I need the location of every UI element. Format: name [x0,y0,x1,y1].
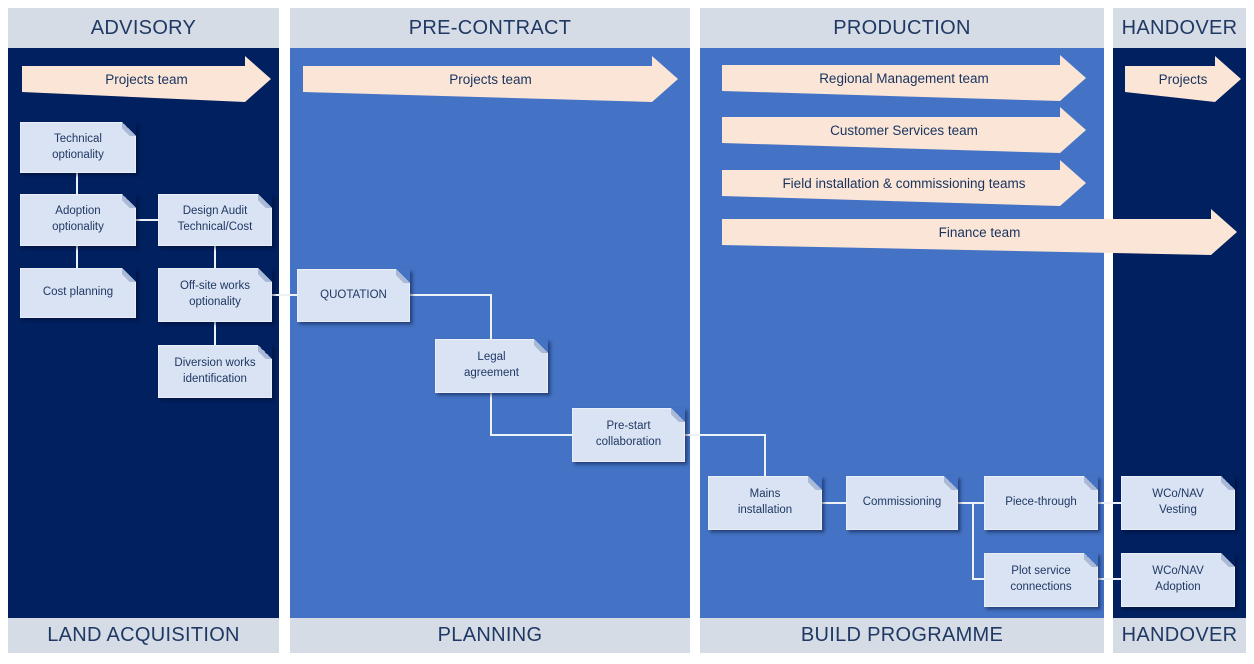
connector-to-pre-start [490,434,572,436]
header-handover: HANDOVER [1113,8,1246,48]
flow-arrow-label: Projects team [449,71,532,87]
process-box-label: Plot service connections [1010,565,1072,593]
process-box-label: Piece-through [1005,496,1077,509]
folded-corner-icon [258,268,272,282]
process-box-mains-installation: Mains installation [708,476,822,530]
process-box-label: Mains installation [737,488,793,516]
process-box-label: Diversion works identification [174,356,256,385]
connector-branch-down [972,502,974,580]
process-box-plot-service-connections: Plot service connections [984,553,1098,607]
process-box-label: Commissioning [862,496,942,509]
connector-offsite-to-diversion [214,322,216,345]
panel-handover-body [1113,48,1246,618]
process-box-design-audit: Design Audit Technical/Cost [158,194,272,246]
connector-plot-to-adoption [1098,578,1121,580]
process-box-label: Legal agreement [464,351,519,379]
header-pre-contract: PRE-CONTRACT [290,8,690,48]
flow-arrow-label: Field installation & commissioning teams [782,175,1026,191]
folded-corner-icon [1221,553,1235,567]
folded-corner-icon [944,476,958,490]
process-box-label: Pre-start collaboration [595,420,662,448]
flow-arrow-label: Regional Management team [819,70,989,86]
process-box-pre-start-collaboration: Pre-start collaboration [572,408,685,462]
flow-arrow-label: Projects team [105,71,188,87]
process-box-label: WCo/NAV Adoption [1152,565,1204,593]
connector-to-plot-service [972,578,984,580]
footer-planning: PLANNING [290,618,690,653]
footer-land-acquisition: LAND ACQUISITION [8,618,279,653]
process-box-wco-nav-adoption: WCo/NAV Adoption [1121,553,1235,607]
header-advisory: ADVISORY [8,8,279,48]
flow-arrow-label: Customer Services team [830,122,978,138]
connector-quotation-right [410,294,492,296]
folded-corner-icon [1084,476,1098,490]
process-box-wco-nav-vesting: WCo/NAV Vesting [1121,476,1235,530]
connector-pre-start-right [685,434,765,436]
process-box-piece-through: Piece-through [984,476,1098,530]
process-box-technical-optionality: Technical optionality [20,122,136,173]
folded-corner-icon [258,345,272,359]
connector-adoption-to-design-audit [136,219,158,221]
folded-corner-icon [122,268,136,282]
process-box-cost-planning: Cost planning [20,268,136,318]
process-box-legal-agreement: Legal agreement [435,339,548,393]
process-box-label: QUOTATION [320,288,387,301]
connector-down-to-legal [490,294,492,339]
connector-technical-to-adoption [76,173,78,194]
process-box-label: Technical optionality [52,132,104,161]
connector-offsite-to-quotation [272,294,297,296]
connector-down-to-mains [764,434,766,476]
connector-adoption-to-cost-planning [76,246,78,268]
process-box-adoption-optionality: Adoption optionality [20,194,136,246]
connector-legal-down [490,393,492,436]
process-box-label: WCo/NAV Vesting [1152,488,1204,516]
folded-corner-icon [671,408,685,422]
folded-corner-icon [1084,553,1098,567]
folded-corner-icon [122,122,136,136]
connector-design-audit-to-offsite [214,246,216,268]
footer-handover: HANDOVER [1113,618,1246,653]
connector-mains-to-commissioning [822,502,846,504]
process-box-label: Cost planning [42,286,114,299]
process-box-label: Design Audit Technical/Cost [177,205,253,233]
process-box-diversion-works: Diversion works identification [158,345,272,398]
header-production: PRODUCTION [700,8,1104,48]
folded-corner-icon [258,194,272,208]
process-box-label: Adoption optionality [52,205,104,233]
folded-corner-icon [396,269,410,283]
process-box-commissioning: Commissioning [846,476,958,530]
footer-build-programme: BUILD PROGRAMME [700,618,1104,653]
process-box-off-site-works: Off-site works optionality [158,268,272,322]
connector-commissioning-to-piece [958,502,984,504]
folded-corner-icon [534,339,548,353]
flow-arrow-label: Finance team [938,224,1021,240]
connector-piece-to-vesting [1098,502,1121,504]
process-box-quotation: QUOTATION [297,269,410,322]
folded-corner-icon [1221,476,1235,490]
process-box-label: Off-site works optionality [179,280,251,308]
folded-corner-icon [122,194,136,208]
flow-arrow-label: Projects [1158,71,1208,87]
folded-corner-icon [808,476,822,490]
